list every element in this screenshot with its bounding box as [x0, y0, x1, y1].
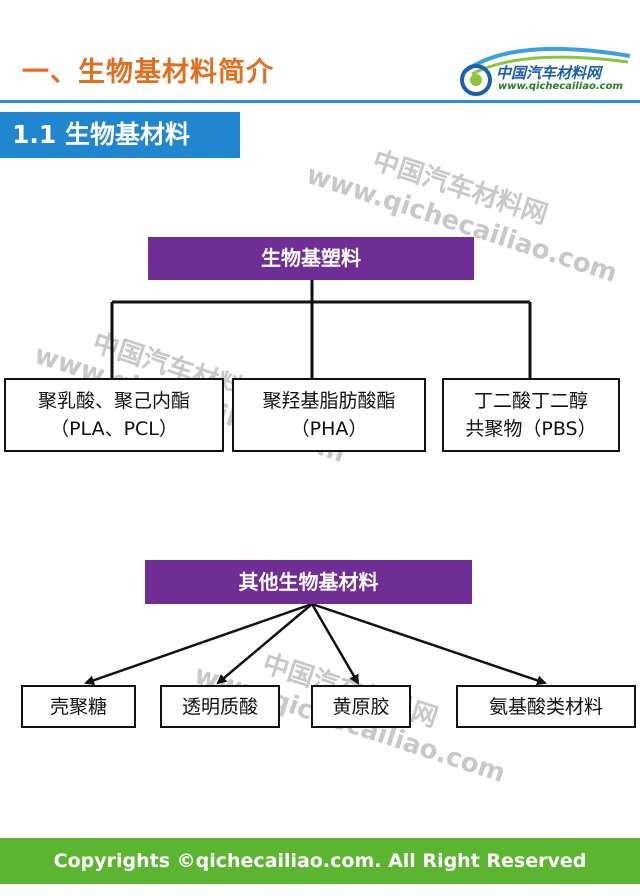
- other-materials-arrows: [84, 602, 547, 686]
- pbs-box: 丁二酸丁二醇 共聚物（PBS）: [442, 378, 620, 452]
- pha-box: 聚羟基脂肪酸酯 （PHA）: [232, 378, 426, 452]
- other-biomaterials-root: 其他生物基材料: [145, 560, 472, 604]
- page-title: 一、生物基材料简介: [22, 57, 274, 88]
- box-line: 聚羟基脂肪酸酯: [262, 390, 396, 412]
- chitosan-box: 壳聚糖: [21, 685, 136, 728]
- amino-acid-materials-box: 氨基酸类材料: [456, 685, 636, 728]
- box-line: （PHA）: [290, 418, 368, 440]
- box-line: 共聚物（PBS）: [465, 418, 597, 440]
- plastics-tree-lines: [110, 280, 532, 378]
- logo-swoosh-icon: [460, 46, 631, 96]
- logo-url: www.qichecailiao.com: [498, 81, 623, 92]
- box-line: （PLA、PCL）: [50, 418, 178, 440]
- site-logo: 中国汽车材料网 www.qichecailiao.com: [452, 34, 634, 100]
- copyright-footer: Copyrights ©qichecailiao.com. All Right …: [0, 838, 640, 884]
- pla-pcl-box: 聚乳酸、聚己内酯 （PLA、PCL）: [4, 378, 224, 452]
- logo-name: 中国汽车材料网: [496, 64, 602, 82]
- header-divider: [0, 100, 640, 103]
- hyaluronic-acid-box: 透明质酸: [160, 685, 280, 728]
- xanthan-gum-box: 黄原胶: [311, 685, 411, 728]
- bioplastics-root: 生物基塑料: [148, 237, 474, 280]
- box-line: 丁二酸丁二醇: [473, 390, 588, 412]
- box-line: 聚乳酸、聚己内酯: [37, 390, 190, 412]
- section-title: 1.1 生物基材料: [0, 112, 240, 158]
